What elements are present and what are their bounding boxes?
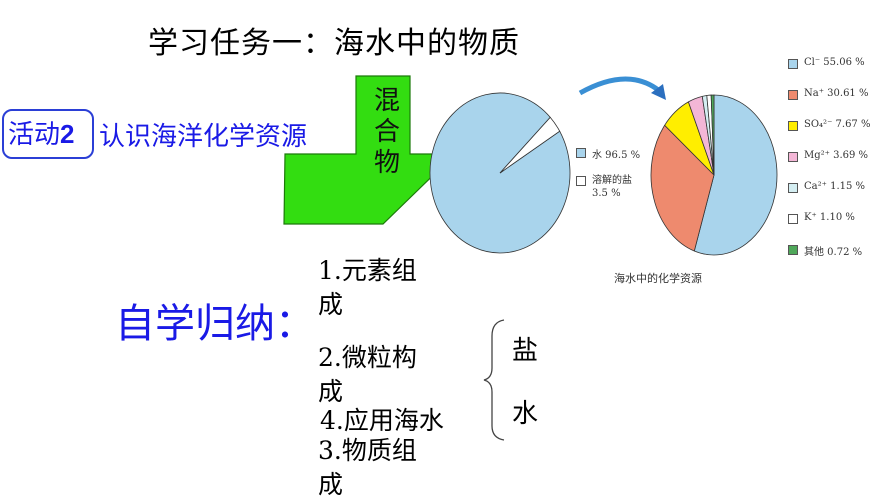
water-salt-pie-chart — [429, 92, 571, 254]
legend-swatch-so4 — [788, 121, 798, 131]
legend-swatch-other — [788, 245, 798, 255]
pie-slice-salt — [499, 116, 561, 174]
legend-text-other: 其他 0.72 % — [804, 247, 863, 258]
page-title: 学习任务一：海水中的物质 — [148, 26, 520, 61]
legend-text-mg: Mg²⁺ 3.69 % — [804, 150, 869, 161]
list-item-line: 1.元素组 — [318, 256, 417, 285]
activity-badge — [2, 109, 94, 159]
water-legend: 水 96.5 % 溶解的盐 3.5 % — [576, 146, 656, 206]
legend-swatch-k — [788, 214, 798, 224]
legend-swatch-salt — [576, 176, 586, 186]
legend-swatch-ca — [788, 183, 798, 193]
legend-text-salt: 溶解的盐 — [592, 175, 632, 186]
activity-title: 认识海洋化学资源 — [99, 122, 308, 152]
list-item-elements: 1.元素组 成 — [318, 254, 417, 322]
legend-text-ca: Ca²⁺ 1.15 % — [804, 181, 866, 192]
activity-label-text: 活动 — [8, 120, 61, 150]
list-item-line: 3.物质组 — [318, 436, 417, 465]
list-item-line: 成 — [318, 377, 344, 406]
ion-pie-chart — [650, 94, 778, 256]
list-item-line: 成 — [318, 290, 344, 319]
brace-item-water: 水 — [512, 399, 539, 429]
list-item-line: 4.应用海水 — [320, 406, 444, 435]
pie-slice-other — [710, 94, 715, 176]
legend-swatch-water — [576, 148, 586, 158]
activity-number: 2 — [60, 119, 75, 149]
list-item-particles: 2.微粒构 成 — [318, 341, 417, 409]
legend-swatch-cl — [788, 59, 798, 69]
legend-text-water: 水 96.5 % — [592, 150, 641, 161]
brace-icon — [483, 319, 505, 441]
arrow-shape — [283, 75, 457, 225]
seawater-resources-figure — [429, 76, 778, 256]
down-arrow-icon — [283, 75, 457, 225]
activity-label: 活动2 — [8, 114, 74, 151]
list-item-substances: 3.物质组 成 — [318, 434, 417, 502]
legend-swatch-na — [788, 90, 798, 100]
legend-text-k: K⁺ 1.10 % — [804, 212, 855, 223]
legend-text-na: Na⁺ 30.61 % — [804, 88, 869, 99]
chart-caption: 海水中的化学资源 — [614, 272, 702, 285]
legend-value-salt: 3.5 % — [592, 188, 621, 199]
ion-legend: Cl⁻ 55.06 % Na⁺ 30.61 % SO₄²⁻ 7.67 % Mg²… — [788, 57, 870, 258]
self-study-heading: 自学归纳： — [115, 301, 315, 347]
pie-slice-cl — [693, 94, 778, 256]
list-item-line: 2.微粒构 — [318, 343, 417, 372]
list-item-application: 4.应用海水 — [320, 404, 444, 438]
curved-arrow-head — [651, 84, 666, 100]
legend-text-cl: Cl⁻ 55.06 % — [804, 57, 865, 68]
pie-slice-na — [650, 124, 715, 252]
arrow-label: 混合物 — [373, 86, 400, 178]
curved-arrow-icon — [578, 76, 664, 96]
list-item-line: 成 — [318, 470, 344, 499]
legend-swatch-mg — [788, 152, 798, 162]
legend-text-so4: SO₄²⁻ 7.67 % — [804, 119, 870, 130]
brace-item-salt: 盐 — [512, 336, 539, 366]
